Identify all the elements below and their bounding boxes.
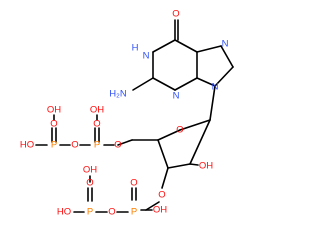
bond-o4-c4prime xyxy=(157,129,181,141)
bond-c3prime-o3 xyxy=(161,167,169,189)
atom-o-p5b-double: O xyxy=(50,119,57,130)
atom-o-p3a-double: O xyxy=(130,178,137,189)
atom-p-5-alpha: P xyxy=(94,140,100,151)
atom-oh-p5a: OH xyxy=(90,105,104,116)
atom-p-3-alpha: P xyxy=(131,207,137,218)
atom-p-3-beta: P xyxy=(87,207,93,218)
atom-ho-p5b-left: HO xyxy=(20,140,34,151)
bond-c2-n3 xyxy=(152,77,176,91)
bond-c2-nh2 xyxy=(132,77,154,91)
atom-o3-ester: O xyxy=(158,190,165,201)
bond-c6-n1 xyxy=(152,39,176,53)
bond-n9-c1prime xyxy=(209,85,216,121)
atom-nh-ring-h: H xyxy=(132,43,139,54)
bond-c5-c6 xyxy=(174,39,198,53)
atom-o-p5-bridge: O xyxy=(71,140,78,151)
bond-n7-c8 xyxy=(220,45,234,68)
bond-n9-c4 xyxy=(196,77,216,87)
atom-o5-ester: O xyxy=(114,140,121,151)
atom-n1: N xyxy=(143,51,150,62)
atom-n9: N xyxy=(212,82,219,93)
bond-c8-n9 xyxy=(214,66,234,87)
atom-o-p5a-double: O xyxy=(93,119,100,130)
structure-diagram: O H N H₂N N N N O OH O P O OH O P O OH H… xyxy=(20,9,234,218)
atom-oh-p3a: OH xyxy=(153,205,167,216)
atom-n7: N xyxy=(222,39,229,50)
atom-ho-p3b-left: HO xyxy=(57,207,71,218)
atom-n3: N xyxy=(173,91,180,102)
bond-c2prime-c1prime xyxy=(189,119,211,165)
bond-layer xyxy=(35,19,234,213)
bond-o3-p3a xyxy=(145,201,160,211)
atom-oh-p3b-top: OH xyxy=(83,165,97,176)
atom-o-ribose-ring: O xyxy=(176,125,183,136)
bond-c2prime-oh xyxy=(189,163,199,166)
atom-p-5-beta: P xyxy=(51,140,57,151)
bond-c1prime-o4 xyxy=(179,119,211,131)
atom-o-p3-bridge: O xyxy=(108,207,115,218)
bond-c4prime-c3prime xyxy=(157,139,169,169)
atom-o-carbonyl: O xyxy=(172,9,179,20)
bond-c5-n7 xyxy=(196,45,222,53)
atom-label-layer: O H N H₂N N N N O OH O P O OH O P O OH H… xyxy=(20,9,229,218)
atom-oh-2prime: OH xyxy=(199,161,213,172)
bond-n3-c4 xyxy=(174,77,198,91)
atom-o-p3b-double: O xyxy=(86,178,93,189)
atom-nh2: H₂N xyxy=(109,89,127,100)
bond-c3prime-c2prime xyxy=(167,163,191,169)
bond-c5prime-o5 xyxy=(117,139,133,146)
atom-oh-p5b-top: OH xyxy=(47,105,61,116)
